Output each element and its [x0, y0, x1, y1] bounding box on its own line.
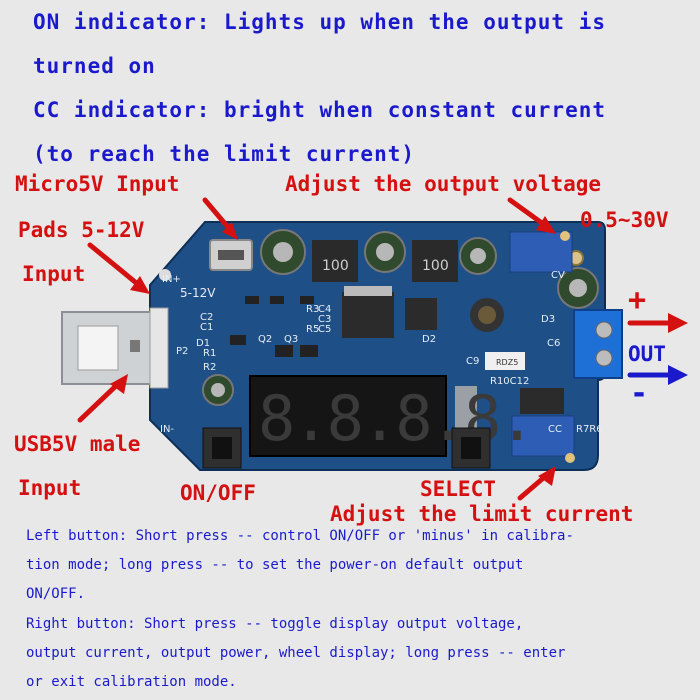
inductor-2	[412, 240, 458, 282]
silk-c9: C9	[466, 356, 479, 367]
silk-in-minus: IN-	[160, 424, 174, 435]
label-out-minus: -	[630, 376, 649, 411]
left-button-note-line2: tion mode; long press -- to set the powe…	[26, 557, 524, 573]
left-button-note-line3: ON/OFF.	[26, 586, 86, 602]
seven-segment-display	[249, 375, 447, 457]
silk-c2: C2	[200, 312, 213, 323]
on-indicator-note-line2: turned on	[33, 54, 156, 78]
silk-d2: D2	[422, 334, 436, 345]
right-button-note-line2: output current, output power, wheel disp…	[26, 645, 566, 661]
rdz5-label: RDZ5	[496, 358, 518, 367]
label-select: SELECT	[420, 477, 496, 501]
mount-hole-left	[159, 269, 171, 281]
label-on-off: ON/OFF	[180, 481, 256, 505]
usb-connector-body	[149, 307, 169, 389]
label-usb-input: Input	[18, 476, 82, 500]
on-indicator-note-line1: ON indicator: Lights up when the output …	[33, 10, 607, 34]
output-terminal	[573, 309, 623, 379]
usb-connector-tongue	[77, 325, 119, 371]
silk-q2: Q2	[258, 334, 272, 345]
label-out-plus: +	[628, 283, 647, 318]
silk-r2: R2	[203, 362, 216, 373]
silk-r1: R1	[203, 348, 216, 359]
label-micro5v-input: Micro5V Input	[15, 172, 180, 196]
silk-c5: C5	[318, 324, 331, 335]
rdz5-component	[485, 352, 525, 370]
silk-c6: C6	[547, 338, 560, 349]
silk-d1: D1	[196, 338, 210, 349]
ic-chip	[520, 388, 564, 414]
silk-p2: P2	[176, 346, 188, 357]
label-pads-input: Input	[22, 262, 86, 286]
silk-5-12v: 5-12V	[180, 286, 216, 300]
silk-cv: CV	[551, 270, 565, 281]
label-adjust-output-voltage: Adjust the output voltage	[285, 172, 602, 196]
cc-indicator-note-line2: (to reach the limit current)	[33, 142, 416, 166]
display-digits: 8.8.8.8.	[258, 382, 533, 455]
silk-r7r6: R7R6	[576, 424, 603, 435]
silk-r3: R3	[306, 304, 319, 315]
silk-c4: C4	[318, 304, 331, 315]
inductor-2-label: 100	[422, 258, 449, 274]
silk-r5: R5	[306, 324, 319, 335]
silk-cc: CC	[548, 424, 562, 435]
regulator-chip	[342, 292, 394, 338]
right-button-note-line1: Right button: Short press -- toggle disp…	[26, 616, 524, 632]
silk-d3: D3	[541, 314, 555, 325]
silk-r10c12: R10C12	[490, 376, 529, 387]
silk-c1: C1	[200, 322, 213, 333]
label-voltage-range: 0.5~30V	[580, 208, 669, 232]
inductor-1	[312, 240, 358, 282]
left-button-note-line1: Left button: Short press -- control ON/O…	[26, 528, 574, 544]
inductor-1-label: 100	[322, 258, 349, 274]
silk-q3: Q3	[284, 334, 298, 345]
label-out: OUT	[628, 342, 666, 366]
label-pads-5-12v: Pads 5-12V	[18, 218, 145, 242]
label-usb5v-male: USB5V male	[14, 432, 141, 456]
current-trim-pot	[511, 415, 575, 457]
label-adjust-limit-current: Adjust the limit current	[330, 502, 634, 526]
silk-in-plus: IN+	[162, 274, 181, 285]
right-button-note-line3: or exit calibration mode.	[26, 674, 237, 690]
diode-chip	[405, 298, 437, 330]
cc-indicator-note-line1: CC indicator: bright when constant curre…	[33, 98, 607, 122]
silk-c3: C3	[318, 314, 331, 325]
